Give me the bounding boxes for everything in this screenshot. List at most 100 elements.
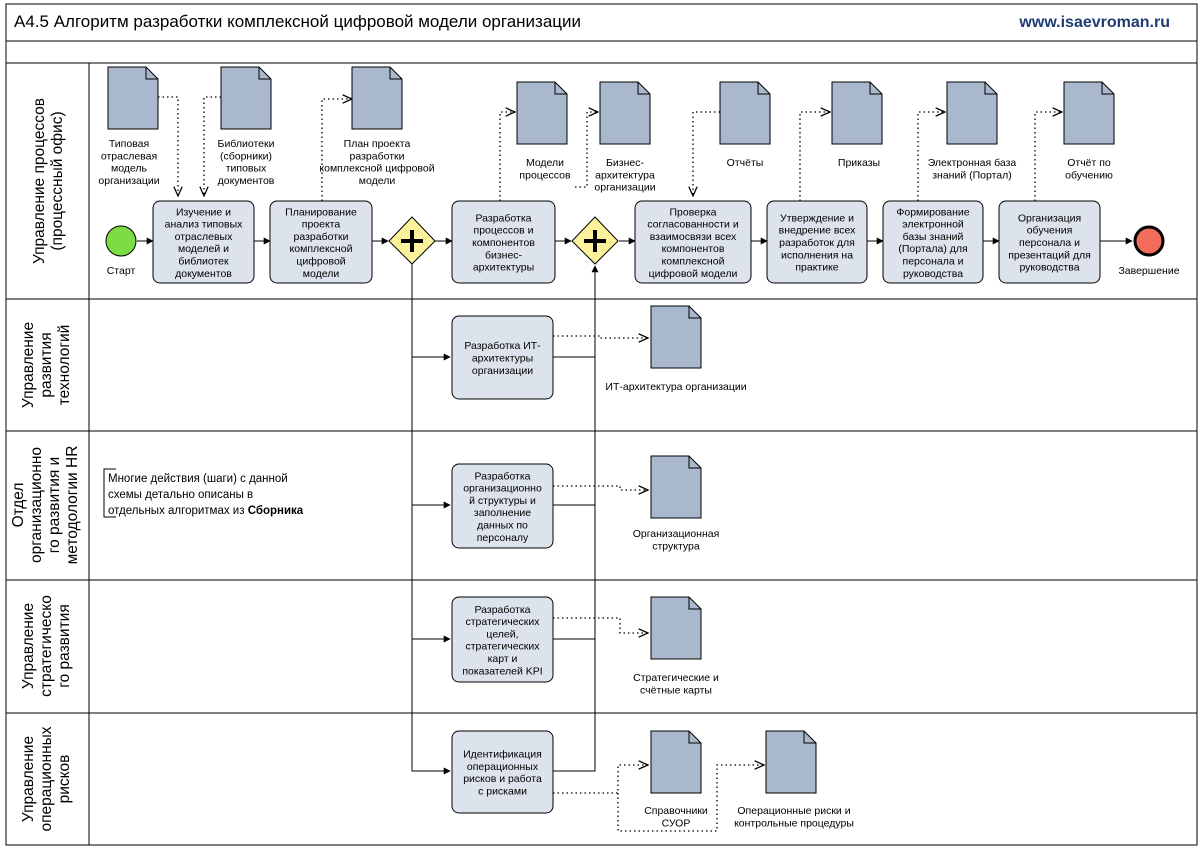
task-label-line: (Портала) для — [898, 243, 967, 255]
task-label-line: компонентов — [662, 243, 725, 255]
task-label-line: отраслевых — [175, 231, 233, 243]
parallel-gateway-join[interactable] — [571, 216, 619, 265]
task-label-line: цифровой модели — [649, 268, 738, 280]
annotation-bold: Сборника — [248, 505, 304, 517]
document-icon — [719, 81, 771, 145]
task-label-line: целей, — [486, 628, 518, 640]
document-d7[interactable]: Приказы — [831, 81, 883, 169]
task-label-line: внедрение всех — [779, 225, 857, 237]
task-label-line: комплексной — [290, 243, 353, 255]
start-event[interactable]: Старт — [105, 225, 137, 277]
lane-l4-line: операционных — [38, 726, 55, 831]
document-fold — [688, 306, 701, 319]
task-label-line: персонала и — [903, 255, 964, 267]
annotation-line: Многие действия (шаги) с данной — [108, 473, 288, 485]
task-label-line: согласованности и — [647, 219, 739, 231]
task-label-line: разработки — [294, 231, 349, 243]
task-label-line: бизнес- — [485, 249, 523, 261]
document-icon — [650, 596, 702, 660]
document-fold — [803, 731, 816, 744]
plus-icon — [584, 230, 606, 252]
task-label-line: руководства — [1019, 262, 1079, 274]
document-d10[interactable]: ИТ-архитектура организации — [605, 305, 747, 393]
svg-text:Управление процессов(процессны: Управление процессов(процессный офис) — [31, 98, 66, 264]
document-d6[interactable]: Отчёты — [719, 81, 771, 169]
task-label-line: стратегических — [465, 616, 540, 628]
document-label-line: разработки — [350, 150, 405, 162]
document-label-line: организации — [98, 175, 159, 187]
document-label-line: модель — [111, 163, 148, 175]
site-link[interactable]: www.isaevroman.ru — [1018, 14, 1170, 31]
document-label-line: отраслевая — [101, 150, 157, 162]
header-bar — [5, 3, 1198, 42]
document-fold — [145, 67, 158, 80]
lane-l1-line: технологий — [56, 325, 73, 406]
task-label-line: руководства — [903, 268, 963, 280]
document-label-line: документов — [218, 175, 275, 187]
parallel-gateway-split[interactable] — [388, 216, 436, 265]
task-label-line: цифровой — [296, 255, 345, 267]
document-fold — [688, 597, 701, 610]
svg-text:Управлениеразвитиятехнологий: Управлениеразвитиятехнологий — [20, 322, 73, 408]
svg-text:Отделорганизационного развития: Отделорганизационного развития иметодоло… — [10, 446, 81, 565]
document-label-line: контрольные процедуры — [734, 817, 854, 829]
document-label-line: Электронная база — [928, 157, 1017, 169]
task-box — [451, 730, 554, 814]
document-label-line: архитектура — [595, 169, 655, 181]
end-event[interactable]: Завершение — [1118, 225, 1180, 277]
task-box — [451, 463, 554, 549]
task-label-line: Разработка ИТ- — [464, 340, 541, 352]
document-label-line: Отчёт по — [1067, 157, 1111, 169]
task-box — [269, 200, 373, 284]
task-label-line: базы знаний — [903, 231, 964, 243]
task-label-line: модели — [303, 268, 340, 280]
document-label: ИТ-архитектура организации — [605, 381, 746, 393]
task-box — [882, 200, 984, 284]
task-label-line: архитектуры — [472, 353, 533, 365]
task-box — [998, 200, 1101, 284]
document-icon — [650, 730, 702, 794]
document-label-line: Библиотеки — [218, 138, 275, 150]
task-label-line: моделей и — [178, 243, 229, 255]
document-label-line: организации — [594, 182, 655, 194]
document-label-line: Операционные риски и — [737, 805, 850, 817]
document-label-line: структура — [652, 540, 700, 552]
task-label-line: персонала и — [1019, 237, 1080, 249]
document-label-line: обучению — [1065, 169, 1113, 181]
svg-text:Управлениестратегического разв: Управлениестратегического развития — [20, 595, 73, 697]
